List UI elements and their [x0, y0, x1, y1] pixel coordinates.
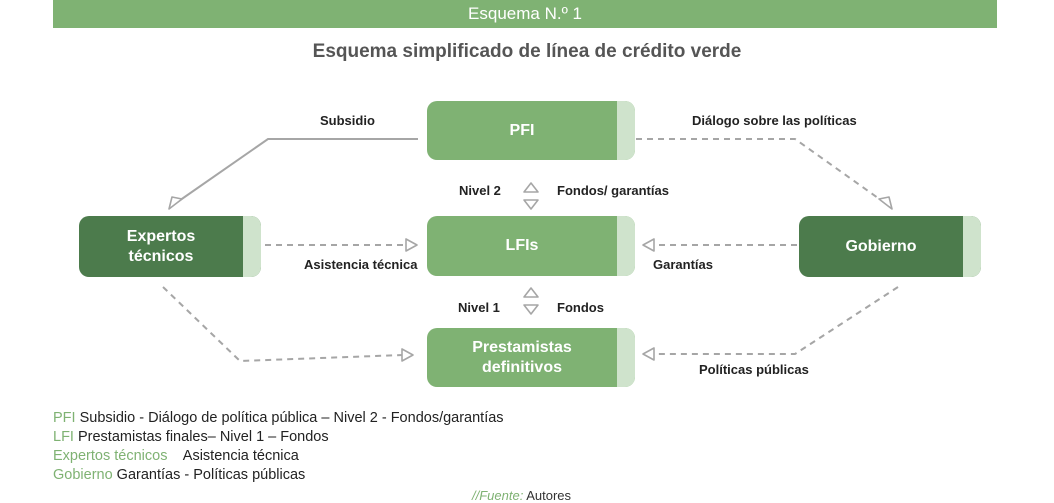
- legend-row-gobierno: Gobierno Garantías - Políticas públicas: [53, 466, 504, 485]
- node-pfi-label: PFI: [509, 121, 535, 139]
- node-gobierno-tab: [963, 216, 981, 277]
- arrowhead-lfis-right: [642, 238, 655, 252]
- node-gobierno: Gobierno: [799, 216, 981, 277]
- arrowhead-lfis-left: [405, 238, 418, 252]
- legend-row-expertos: Expertos técnicos Asistencia técnica: [53, 447, 504, 466]
- nivel2-down-icon: [523, 199, 539, 210]
- nivel1-down-icon: [523, 304, 539, 315]
- arrowhead-prestamistas-left: [401, 348, 414, 362]
- legend-key: Expertos técnicos: [53, 448, 168, 464]
- source-note: //Fuente: Autores: [472, 488, 571, 503]
- nivel2-up-icon: [523, 182, 539, 193]
- arrowhead-expertos: [168, 196, 183, 210]
- node-expertos: Expertos técnicos: [79, 216, 261, 277]
- node-pfi: PFI: [427, 101, 635, 160]
- edge-label-garantias: Garantías: [653, 257, 713, 272]
- arrow-expertos-to-prestamistas: [162, 286, 404, 363]
- node-gobierno-label: Gobierno: [845, 237, 917, 255]
- arrowhead-prestamistas-right: [642, 347, 655, 361]
- node-expertos-label: Expertos técnicos: [126, 227, 196, 265]
- nivel1-up-icon: [523, 287, 539, 298]
- diagram-title: Esquema simplificado de línea de crédito…: [312, 41, 742, 62]
- edge-label-politicas: Políticas públicas: [699, 362, 809, 377]
- node-prestamistas-label: Prestamistas definitivos: [472, 338, 572, 376]
- edge-label-dialogo: Diálogo sobre las políticas: [692, 113, 857, 128]
- edge-label-asistencia: Asistencia técnica: [304, 257, 418, 272]
- node-lfis-tab: [617, 216, 635, 276]
- arrow-gobierno-to-prestamistas: [652, 286, 899, 355]
- header-title: Esquema N.º 1: [468, 4, 582, 23]
- legend-text: Garantías - Políticas públicas: [112, 467, 306, 483]
- edge-label-fondos-garantias: Fondos/ garantías: [557, 183, 669, 198]
- legend-row-lfi: LFI Prestamistas finales– Nivel 1 – Fond…: [53, 428, 504, 447]
- node-prestamistas: Prestamistas definitivos: [427, 328, 635, 387]
- legend-key: LFI: [53, 429, 74, 445]
- legend-row-pfi: PFI Subsidio - Diálogo de política públi…: [53, 409, 504, 428]
- node-lfis-label: LFIs: [505, 237, 539, 254]
- legend-key: PFI: [53, 410, 76, 426]
- header-bar: Esquema N.º 1: [53, 0, 997, 28]
- legend-key: Gobierno: [53, 467, 113, 483]
- legend-text: Asistencia técnica: [167, 448, 299, 464]
- legend-text: Prestamistas finales– Nivel 1 – Fondos: [73, 429, 329, 445]
- arrowhead-gobierno: [878, 196, 893, 210]
- node-expertos-tab: [243, 216, 261, 277]
- node-prestamistas-tab: [617, 328, 635, 387]
- source-text: Autores: [523, 488, 572, 503]
- edge-label-subsidio: Subsidio: [320, 113, 375, 128]
- arrow-pfi-to-expertos: [175, 138, 418, 204]
- edge-label-nivel1: Nivel 1: [458, 300, 500, 315]
- source-key: //Fuente:: [472, 488, 524, 503]
- arrow-pfi-to-gobierno: [636, 138, 886, 204]
- edge-label-fondos: Fondos: [557, 300, 604, 315]
- legend: PFI Subsidio - Diálogo de política públi…: [53, 409, 504, 485]
- edge-label-nivel2: Nivel 2: [459, 183, 501, 198]
- node-lfis: LFIs: [427, 216, 635, 276]
- legend-text: Subsidio - Diálogo de política pública –…: [75, 410, 504, 426]
- node-pfi-tab: [617, 101, 635, 160]
